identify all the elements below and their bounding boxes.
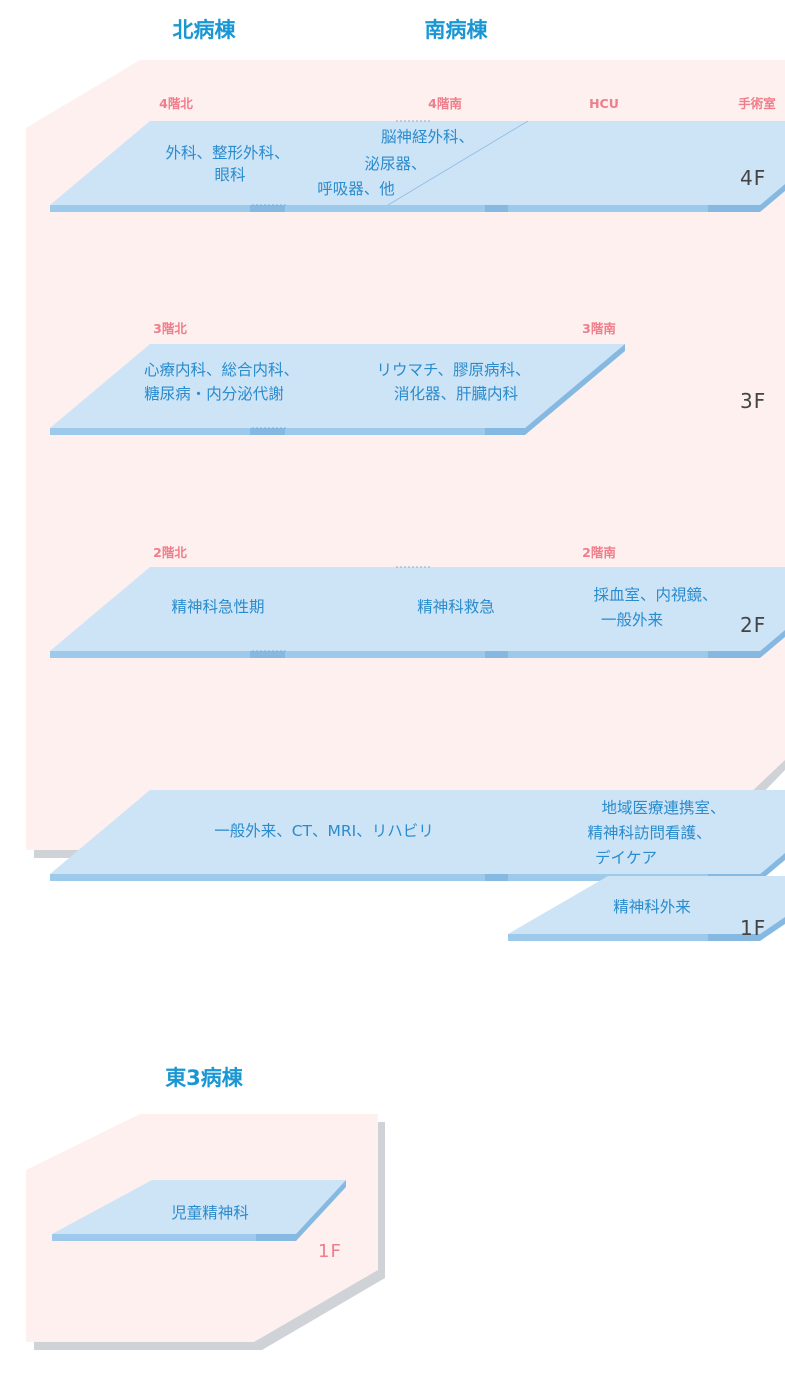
dept-1-east-upper: 地域医療連携室、 精神科訪問看護、 デイケア	[588, 799, 731, 867]
north-wing-title: 北病棟	[173, 18, 237, 42]
slab-1-main	[50, 790, 625, 881]
floor-label-4f: 4F	[740, 166, 766, 190]
dept-east3-1: 児童精神科	[171, 1203, 249, 1222]
wing-label-3-north: 3階北	[153, 321, 187, 336]
wing-label-2-north: 2階北	[153, 545, 187, 560]
east3-title: 東3病棟	[165, 1066, 244, 1090]
dept-1-east-lower: 精神科外来	[613, 898, 691, 916]
floor-label-2f: 2F	[740, 613, 766, 637]
wing-label-2-south: 2階南	[582, 545, 616, 560]
dept-1-main: 一般外来、CT、MRI、リハビリ	[214, 822, 434, 840]
dept-2-south: 精神科救急	[417, 598, 495, 616]
wing-label-hcu: HCU	[589, 96, 619, 111]
slab-1-east-lower	[508, 876, 785, 941]
dept-3-north: 心療内科、総合内科、 糖尿病・内分泌代謝	[144, 361, 304, 403]
slab-east3-1	[52, 1180, 346, 1241]
floor-4: 4階北 4階南 HCU 手術室 外科、整形外科、 眼科	[50, 96, 785, 212]
dept-2-north: 精神科急性期	[171, 598, 264, 616]
slab-2-east	[508, 567, 785, 658]
floor-3: 3階北 3階南 心療内科、総合内科、 糖尿病・内分泌代謝 リウマチ、膠原病科、 …	[50, 321, 766, 435]
slab-4-north	[50, 121, 390, 212]
floor-2: 2階北 2階南 精神科急性期 精神科救急 採血室、内視鏡、 一般外来 2F	[50, 545, 785, 658]
dept-4-north: 外科、整形外科、 眼科	[166, 144, 295, 184]
floor-label-east3-1f: 1F	[318, 1241, 342, 1262]
floor-1: 一般外来、CT、MRI、リハビリ 地域医療連携室、 精神科訪問看護、 デイケア …	[50, 790, 785, 941]
slab-3-south	[285, 344, 625, 435]
floor-label-3f: 3F	[740, 389, 766, 413]
slab-2-north	[50, 567, 390, 658]
wing-label-4-south: 4階南	[428, 96, 462, 111]
wing-label-or: 手術室	[738, 96, 776, 111]
slab-3-north	[50, 344, 390, 435]
wing-label-3-south: 3階南	[582, 321, 616, 336]
slab-4-hcu	[508, 121, 785, 212]
south-wing-title: 南病棟	[425, 18, 489, 42]
dept-2-east: 採血室、内視鏡、 一般外来	[594, 585, 723, 629]
dept-4-south: 脳神経外科、 泌尿器、 呼吸器、他	[317, 128, 479, 198]
floor-label-1f: 1F	[740, 916, 766, 940]
wing-label-4-north: 4階北	[159, 96, 193, 111]
dept-3-south: リウマチ、膠原病科、 消化器、肝臓内科	[376, 361, 535, 403]
east3-building: 児童精神科 1F	[26, 1114, 385, 1350]
